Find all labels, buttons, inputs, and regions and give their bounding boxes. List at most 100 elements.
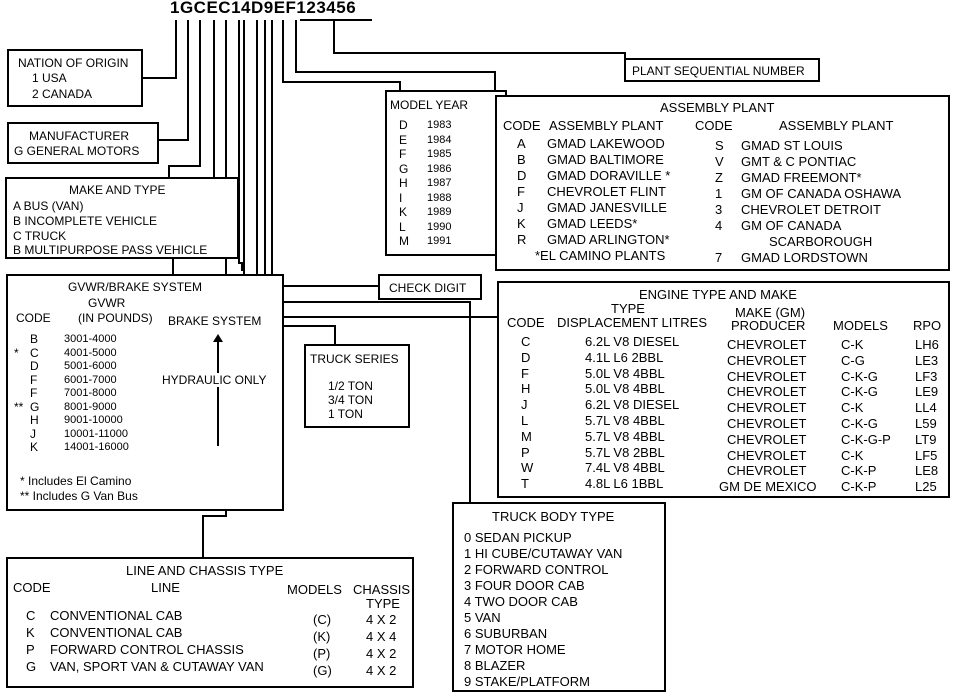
engine-models: C-K [841, 337, 864, 352]
assembly-code: F [517, 184, 525, 199]
engine-displacement: 5.0L V8 4BBL [585, 381, 665, 397]
assembly-code-header: CODE [695, 118, 733, 133]
engine-models: C-G [841, 352, 865, 368]
model-year-code: I [399, 190, 403, 205]
lc-model: (G) [313, 663, 332, 678]
assembly-code: 7 [715, 250, 723, 265]
assembly-code: 1 [715, 186, 723, 201]
body-type-item: 3 FOUR DOOR CAB [464, 578, 585, 593]
body-type-item: 0 SEDAN PICKUP [464, 530, 572, 545]
engine-make-header: MAKE (GM) [735, 305, 806, 320]
lc-models-header: MODELS [287, 582, 342, 597]
assembly-code: S [715, 138, 724, 153]
lc-code: C [26, 608, 36, 623]
line-chassis-title: LINE AND CHASSIS TYPE [126, 563, 284, 578]
engine-producer: CHEVROLET [727, 463, 807, 479]
engine-producer: CHEVROLET [727, 337, 807, 352]
model-year-code: K [399, 205, 408, 219]
assembly-code: K [517, 216, 526, 231]
lc-model: (C) [313, 612, 332, 627]
engine-models-header: MODELS [833, 318, 888, 333]
lc-line-header: LINE [151, 580, 180, 595]
assembly-code: R [517, 232, 527, 247]
body-type-item: 5 VAN [464, 610, 501, 625]
engine-models: C-K-P [841, 463, 877, 479]
model-year-value: 1989 [427, 206, 452, 218]
assembly-plant-header: ASSEMBLY PLANT [779, 118, 894, 133]
lc-chassis-type: 4 X 2 [366, 663, 397, 678]
assembly-code: 4 [715, 218, 723, 233]
assembly-plant-name: GMAD BALTIMORE [547, 152, 664, 167]
nation-title: NATION OF ORIGIN [18, 56, 129, 70]
engine-code: J [521, 397, 528, 413]
gvwr-row-code: F [30, 372, 38, 387]
brake-header: BRAKE SYSTEM [168, 314, 262, 328]
gvwr-code-header: CODE [16, 311, 51, 325]
assembly-plant-name: GM OF CANADA OSHAWA [741, 186, 902, 201]
engine-rpo-header: RPO [913, 318, 942, 333]
assembly-code: B [517, 152, 526, 167]
model-year-code: D [399, 118, 408, 132]
gvwr-sub-header: (IN POUNDS) [78, 311, 153, 325]
engine-displacement: 7.4L V8 4BBL [585, 460, 665, 476]
assembly-plant-name: GMAD ST LOUIS [741, 138, 843, 153]
model-year-value: 1987 [427, 177, 452, 189]
gvwr-row-range: 4001-5000 [64, 346, 117, 359]
assembly-plant-name: CHEVROLET DETROIT [741, 202, 881, 217]
engine-rpo: LE9 [915, 384, 939, 400]
engine-displacement: 5.7L V8 4BBL [585, 428, 665, 444]
gvwr-row-range: 7001-8000 [64, 387, 117, 399]
make-type-item: B MULTIPURPOSE PASS VEHICLE [13, 243, 208, 257]
assembly-code: Z [715, 170, 723, 185]
lc-line: CONVENTIONAL CAB [50, 625, 183, 640]
body-type-item: 7 MOTOR HOME [464, 642, 566, 657]
assembly-code: 3 [715, 202, 723, 217]
lc-code: G [26, 659, 37, 674]
engine-models: C-K-G [841, 416, 878, 431]
engine-producer-header: PRODUCER [731, 318, 806, 333]
engine-code: H [521, 381, 531, 397]
engine-models: C-K-P [841, 479, 877, 495]
engine-producer: CHEVROLET [727, 368, 807, 384]
engine-models: C-K-G [841, 384, 878, 400]
model-year-value: 1988 [427, 191, 452, 204]
assembly-plant-name: GMAD DORAVILLE * [547, 168, 671, 183]
manufacturer-title: MANUFACTURER [29, 129, 130, 143]
model-year-value: 1990 [427, 220, 452, 233]
assembly-plant-name: SCARBOROUGH [769, 234, 873, 249]
gvwr-header: GVWR [88, 296, 126, 310]
assembly-plant-name: GMAD ARLINGTON* [547, 232, 670, 247]
engine-code: L [521, 413, 529, 428]
brake-value: HYDRAULIC ONLY [160, 373, 269, 387]
gvwr-note: ** Includes G Van Bus [20, 489, 138, 503]
lc-line: CONVENTIONAL CAB [50, 608, 183, 623]
body-type-item: 9 STAKE/PLATFORM [464, 674, 590, 689]
engine-title: ENGINE TYPE AND MAKE [639, 287, 797, 302]
engine-displacement: 4.8L L6 1BBL [585, 476, 664, 492]
gvwr-row-code: B [30, 332, 39, 346]
truck-series-title: TRUCK SERIES [310, 352, 399, 366]
make-type-item: C TRUCK [13, 229, 67, 243]
gvwr-row-mark: ** [14, 399, 24, 414]
engine-code-header: CODE [507, 315, 545, 330]
engine-code: C [521, 334, 531, 349]
body-type-item: 4 TWO DOOR CAB [464, 594, 578, 609]
engine-type-header: TYPE [611, 301, 645, 316]
body-type-item: 2 FORWARD CONTROL [464, 562, 609, 577]
engine-producer: CHEVROLET [727, 447, 807, 463]
model-year-title: MODEL YEAR [390, 98, 469, 112]
assembly-code-header: CODE [503, 118, 541, 133]
up-arrow-icon [213, 334, 223, 342]
gvwr-row-code: H [30, 413, 39, 427]
assembly-code: A [517, 136, 526, 151]
assembly-plant-header: ASSEMBLY PLANT [549, 118, 664, 133]
make-type-title: MAKE AND TYPE [69, 183, 166, 197]
body-type-item: 1 HI CUBE/CUTAWAY VAN [464, 546, 623, 561]
assembly-plant-name: GMAD LEEDS* [547, 216, 638, 231]
model-year-value: 1985 [427, 148, 452, 160]
brake-arrow-line [217, 338, 219, 446]
model-year-value: 1991 [427, 235, 452, 247]
engine-displacement: 6.2L V8 DIESEL [585, 334, 680, 349]
make-type-item: A BUS (VAN) [13, 199, 84, 213]
